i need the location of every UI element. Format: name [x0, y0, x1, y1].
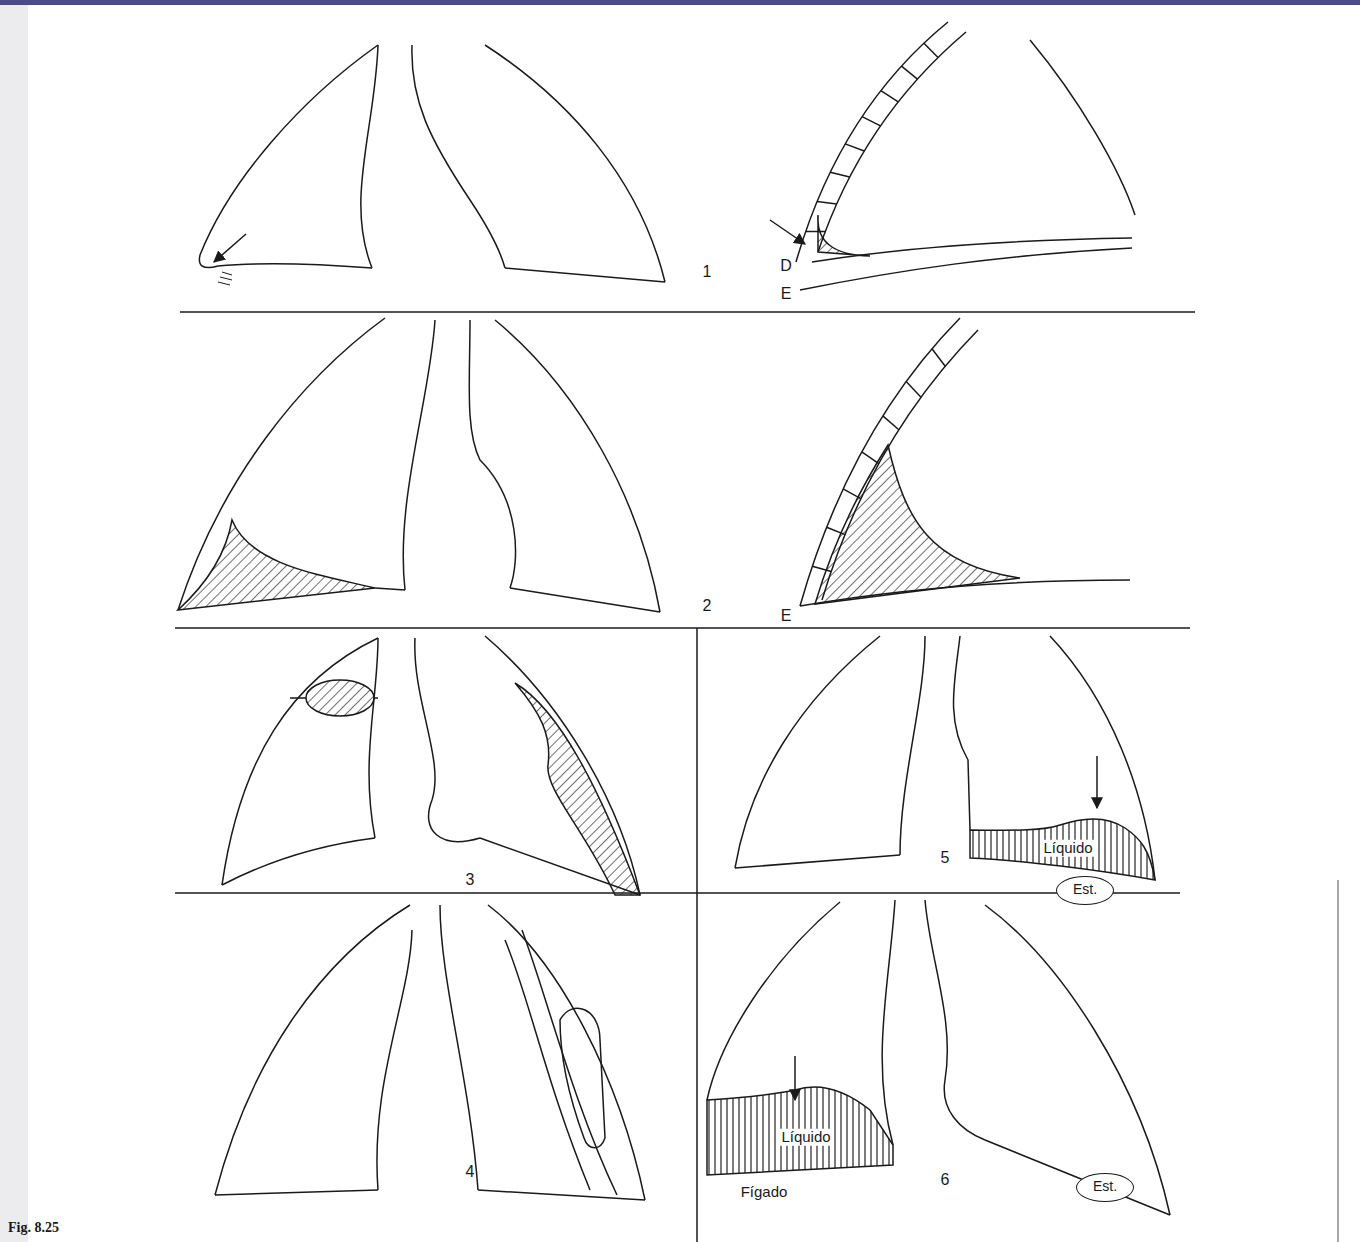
drawing-line: [522, 930, 617, 1195]
drawing-line: [218, 272, 232, 285]
drawing-line: [412, 45, 505, 268]
drawing-line: [900, 636, 925, 855]
drawing-line: [770, 220, 805, 244]
panel-number: 6: [941, 1171, 950, 1189]
node-text: Est.: [1093, 1179, 1117, 1194]
rib-tick: [827, 527, 845, 534]
drawing-line: [796, 22, 948, 262]
drawing-line: [175, 627, 1190, 629]
drawing-line: [306, 680, 374, 716]
drawing-line: [178, 520, 375, 610]
drawing-line: [495, 320, 660, 612]
rib-tick: [862, 117, 880, 126]
drawing-line: [375, 588, 405, 590]
panel-number: 3: [466, 871, 475, 889]
drawing-line: [818, 215, 870, 256]
drawing-line: [469, 320, 515, 588]
drawing-line: [815, 445, 1020, 604]
part-label: E: [781, 607, 792, 625]
drawing-line: [415, 638, 480, 842]
drawing-line: [214, 234, 246, 262]
drawing-line: [0, 0, 1360, 5]
drawing-line: [215, 1190, 378, 1195]
rib-tick: [817, 201, 837, 203]
drawing-line: [794, 1056, 796, 1100]
stomach-ellipse: Est.: [1076, 1173, 1134, 1202]
drawing-line: [488, 905, 645, 1200]
drawing-line: [369, 638, 378, 838]
rib-tick: [812, 566, 831, 571]
drawing-line: [175, 892, 1180, 894]
drawing-line: [510, 588, 660, 612]
drawing-line: [440, 905, 478, 1190]
drawing-line: [882, 900, 895, 1145]
drawing-line: [485, 45, 665, 282]
drawing-line: [735, 855, 900, 868]
drawing-line: [818, 32, 966, 252]
drawing-line: [199, 45, 378, 268]
part-label: E: [781, 285, 792, 303]
drawing-line: [515, 683, 640, 895]
drawing-line: [970, 819, 1155, 880]
drawing-line: [218, 264, 372, 268]
drawing-line: [707, 902, 840, 1100]
part-label: Fígado: [741, 1184, 788, 1201]
part-label: Líquido: [778, 1129, 833, 1146]
rib-tick: [862, 452, 879, 464]
drawing-line: [178, 318, 385, 610]
drawing-line: [806, 43, 946, 571]
drawing-line: [985, 905, 1170, 1215]
part-label: Líquido: [1040, 840, 1095, 857]
rib-tick: [806, 231, 826, 233]
drawing-line: [800, 580, 1130, 606]
drawing-line: [696, 628, 698, 1242]
drawing-line: [985, 1140, 1170, 1215]
drawing-line: [800, 248, 1132, 290]
rib-tick: [906, 381, 921, 397]
drawing-line: [1337, 880, 1339, 1242]
figure-caption: Fig. 8.25: [8, 1220, 59, 1236]
drawing-line: [812, 238, 1132, 262]
drawing-line: [505, 268, 665, 282]
drawing-line: [560, 1008, 605, 1148]
drawing-line: [215, 905, 410, 1195]
rib-tick: [924, 43, 938, 57]
drawing-line: [953, 636, 970, 830]
drawing-line: [478, 1190, 645, 1200]
drawing-line: [1096, 756, 1098, 808]
drawing-line: [925, 900, 985, 1140]
rib-tick: [881, 91, 898, 102]
rib-tick: [845, 144, 864, 151]
drawing-line: [485, 636, 640, 895]
panel-number: 5: [941, 849, 950, 867]
drawing-line: [222, 638, 378, 885]
drawing-line: [377, 930, 412, 1190]
drawing-line: [735, 636, 880, 868]
part-label: D: [780, 257, 792, 275]
rib-tick: [843, 489, 861, 499]
stomach-ellipse: Est.: [1056, 876, 1114, 905]
drawing-line: [707, 1087, 893, 1175]
drawing-line: [505, 940, 590, 1190]
rib-tick: [883, 416, 899, 430]
rib-tick: [932, 349, 945, 366]
rib-tick: [902, 66, 918, 79]
drawing-line: [403, 320, 435, 590]
panel-number: 2: [703, 597, 712, 615]
drawing-line: [361, 45, 378, 268]
rib-tick: [830, 172, 849, 177]
drawing-line: [0, 5, 28, 1242]
drawing-line: [180, 311, 1195, 313]
panel-number: 1: [703, 263, 712, 281]
drawing-line: [1030, 40, 1135, 215]
drawing-line: [175, 22, 1338, 1242]
panel-number: 4: [466, 1163, 475, 1181]
drawing-line: [222, 838, 375, 885]
node-text: Est.: [1073, 882, 1097, 897]
